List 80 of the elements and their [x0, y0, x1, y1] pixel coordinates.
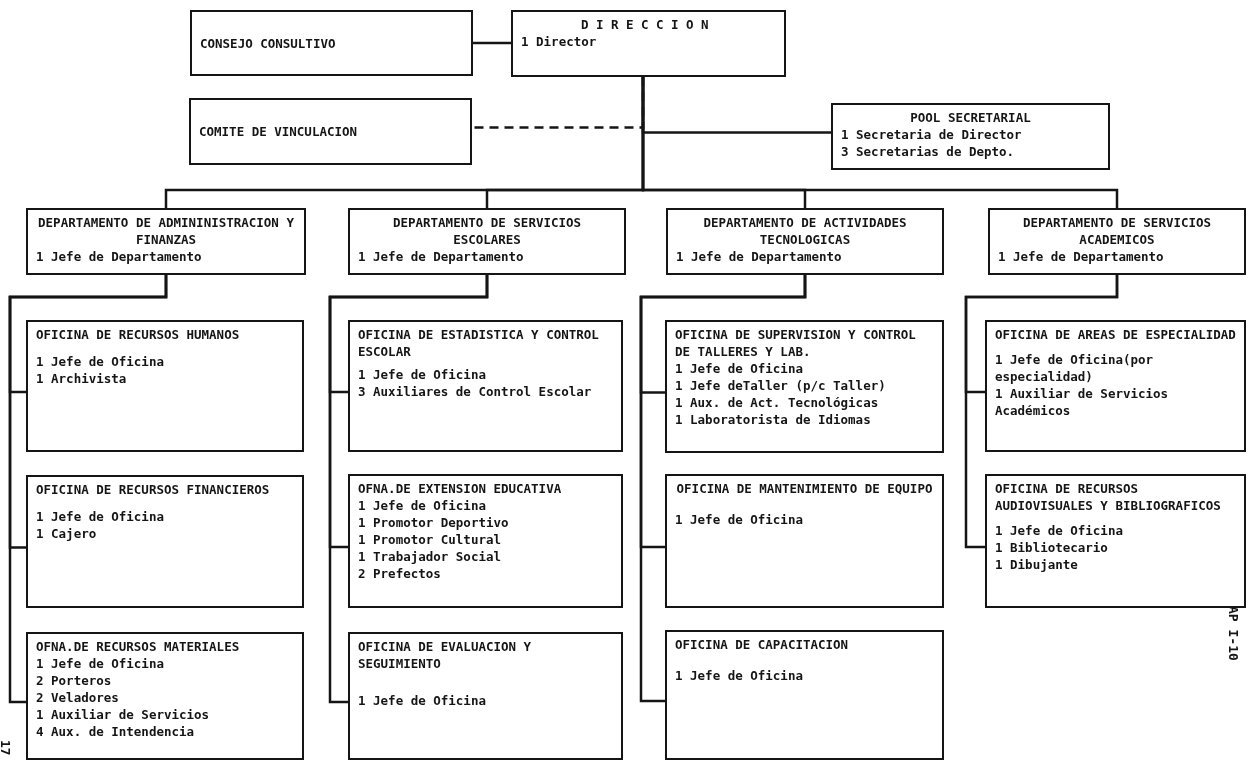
- unit-title: OFICINA DE RECURSOS AUDIOVISUALES Y BIBLIOGRAFICOS: [995, 480, 1222, 514]
- staff-line: 2 Prefectos: [358, 565, 442, 582]
- page-code: 17: [0, 740, 14, 756]
- staff-line: 1 Jefe de Oficina: [675, 360, 804, 377]
- staff-line: 1 Archivista: [36, 370, 128, 387]
- staff-line: 1 Jefe de Oficina(por especialidad): [995, 351, 1155, 385]
- staff-line: 1 Secretaria de Director: [841, 126, 1023, 143]
- staff-line: 1 Jefe de Oficina: [358, 366, 487, 383]
- unit-title: COMITE DE VINCULACION: [199, 123, 359, 140]
- org-box: [988, 208, 1246, 275]
- staff-line: 1 Jefe de Oficina: [358, 692, 487, 709]
- org-box: [985, 474, 1246, 608]
- staff-line: 2 Veladores: [36, 689, 120, 706]
- unit-title: OFICINA DE CAPACITACION: [675, 636, 850, 653]
- org-box: [665, 474, 944, 608]
- unit-title: DEPARTAMENTO DE SERVICIOS ACADEMICOS: [1021, 214, 1213, 248]
- org-box: [665, 630, 944, 760]
- staff-line: 1 Laboratorista de Idiomas: [675, 411, 872, 428]
- unit-title: CONSEJO CONSULTIVO: [200, 34, 337, 52]
- staff-line: 1 Jefe de Oficina: [358, 497, 487, 514]
- staff-line: 1 Jefe de Departamento: [998, 248, 1165, 265]
- org-box: [348, 474, 623, 608]
- org-box: [348, 632, 623, 760]
- staff-line: 3 Auxiliares de Control Escolar: [358, 383, 593, 400]
- staff-line: 3 Secretarias de Depto.: [841, 143, 1016, 160]
- org-box: [348, 320, 623, 452]
- staff-line: 1 Auxiliar de Servicios: [36, 706, 211, 723]
- staff-line: 1 Cajero: [36, 525, 98, 542]
- connector-line: [328, 275, 489, 704]
- org-box: [190, 10, 473, 76]
- org-box: [26, 320, 304, 452]
- staff-line: 1 Bibliotecario: [995, 539, 1109, 556]
- unit-title: OFICINA DE AREAS DE ESPECIALIDAD: [995, 326, 1236, 343]
- staff-line: 1 Jefe de Oficina: [36, 353, 165, 370]
- unit-title: DEPARTAMENTO DE ADMININISTRACION Y FINANZAS: [37, 214, 295, 248]
- staff-line: 1 Jefe deTaller (p/c Taller): [675, 377, 887, 394]
- staff-line: 1 Auxiliar de Servicios Académicos: [995, 385, 1170, 419]
- org-box: [831, 103, 1110, 170]
- staff-line: 2 Porteros: [36, 672, 113, 689]
- unit-title: OFNA.DE EXTENSION EDUCATIVA: [358, 480, 563, 497]
- staff-line: 1 Dibujante: [995, 556, 1079, 573]
- staff-line: 1 Director: [521, 33, 598, 50]
- org-box: [26, 475, 304, 608]
- staff-line: 1 Jefe de Departamento: [358, 248, 525, 265]
- connector-line: [8, 275, 168, 704]
- connector-line: [639, 275, 807, 703]
- org-box: [511, 10, 786, 77]
- unit-title: OFNA.DE RECURSOS MATERIALES: [36, 638, 241, 655]
- connector-line: [641, 77, 1119, 208]
- org-box: [189, 98, 472, 165]
- connector-line: [964, 275, 1119, 549]
- staff-line: 1 Promotor Cultural: [358, 531, 502, 548]
- unit-title: OFICINA DE RECURSOS HUMANOS: [36, 326, 241, 343]
- org-box: [665, 320, 944, 453]
- staff-line: 1 Jefe de Oficina: [675, 511, 804, 528]
- org-box: [26, 208, 306, 275]
- unit-title: OFICINA DE RECURSOS FINANCIEROS: [36, 481, 271, 498]
- unit-title: OFICINA DE EVALUACION Y SEGUIMIENTO: [358, 638, 533, 672]
- staff-line: 1 Jefe de Departamento: [36, 248, 203, 265]
- unit-title: OFICINA DE SUPERVISION Y CONTROL DE TALLERES Y LAB.: [675, 326, 917, 360]
- org-box: [666, 208, 944, 275]
- unit-title: DEPARTAMENTO DE ACTIVIDADES TECNOLOGICAS: [702, 214, 908, 248]
- staff-line: 1 Promotor Deportivo: [358, 514, 510, 531]
- unit-title: OFICINA DE ESTADISTICA Y CONTROL ESCOLAR: [358, 326, 600, 360]
- org-box: [348, 208, 626, 275]
- staff-line: 1 Jefe de Oficina: [36, 655, 165, 672]
- unit-title: OFICINA DE MANTENIMIENTO DE EQUIPO: [675, 480, 934, 497]
- unit-title: DEPARTAMENTO DE SERVICIOS ESCOLARES: [391, 214, 583, 248]
- staff-line: 1 Jefe de Departamento: [676, 248, 843, 265]
- staff-line: 1 Jefe de Oficina: [675, 667, 804, 684]
- connector-line: [473, 41, 511, 45]
- unit-title: DIRECCION: [579, 16, 718, 33]
- org-box: [985, 320, 1246, 452]
- staff-line: 4 Aux. de Intendencia: [36, 723, 196, 740]
- org-box: [26, 632, 304, 760]
- staff-line: 1 Jefe de Oficina: [36, 508, 165, 525]
- staff-line: 1 Trabajador Social: [358, 548, 502, 565]
- unit-title: POOL SECRETARIAL: [909, 109, 1032, 126]
- staff-line: 1 Jefe de Oficina: [995, 522, 1124, 539]
- staff-line: 1 Aux. de Act. Tecnológicas: [675, 394, 880, 411]
